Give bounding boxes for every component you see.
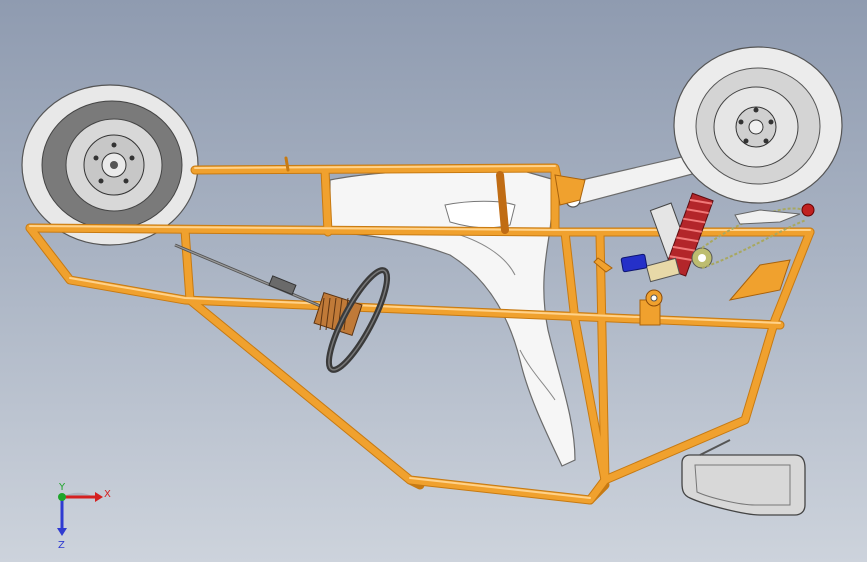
steering-assembly [174,243,391,373]
frame-brackets [554,174,791,326]
actuator-icon [620,253,648,273]
front-wheel-icon [21,84,199,246]
chain-drive-icon [691,203,815,269]
shock-absorber-icon [645,192,714,307]
seat-pan-icon [681,439,806,516]
x-axis-label: X [104,489,111,500]
axis-triad-group [57,492,103,536]
z-axis-label: Z [58,540,65,551]
y-axis-label: Y [58,482,66,493]
rear-wheel-icon [673,46,843,204]
steering-wheel-icon [325,267,391,373]
y-axis-marker-icon [58,493,66,501]
